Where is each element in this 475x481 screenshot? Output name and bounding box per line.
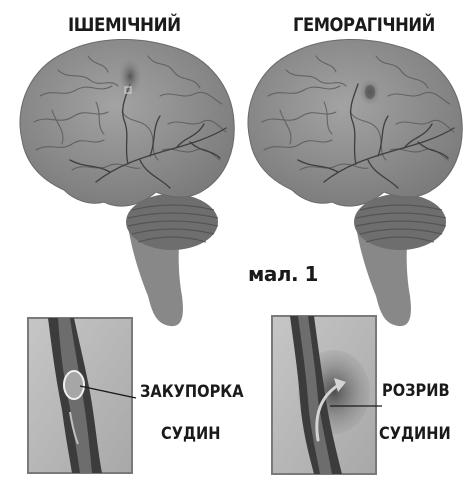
- blockage-label-line1: ЗАКУПОРКА: [140, 382, 244, 402]
- rupture-label-line1: РОЗРИВ: [382, 381, 450, 401]
- hemorrhagic-title: ГЕМОРАГІЧНИЙ: [293, 14, 435, 36]
- ischemic-brain: [20, 39, 234, 326]
- blockage-inset: [28, 318, 136, 473]
- rupture-inset: [272, 316, 382, 474]
- clot: [64, 371, 84, 399]
- rupture-label-line2: СУДИНИ: [379, 424, 451, 444]
- cerebrum: [248, 39, 462, 206]
- blockage-label-line2: СУДИН: [161, 424, 221, 444]
- ischemic-title: ІШЕМІЧНИЙ: [68, 14, 181, 36]
- figure-label: мал. 1: [248, 262, 318, 286]
